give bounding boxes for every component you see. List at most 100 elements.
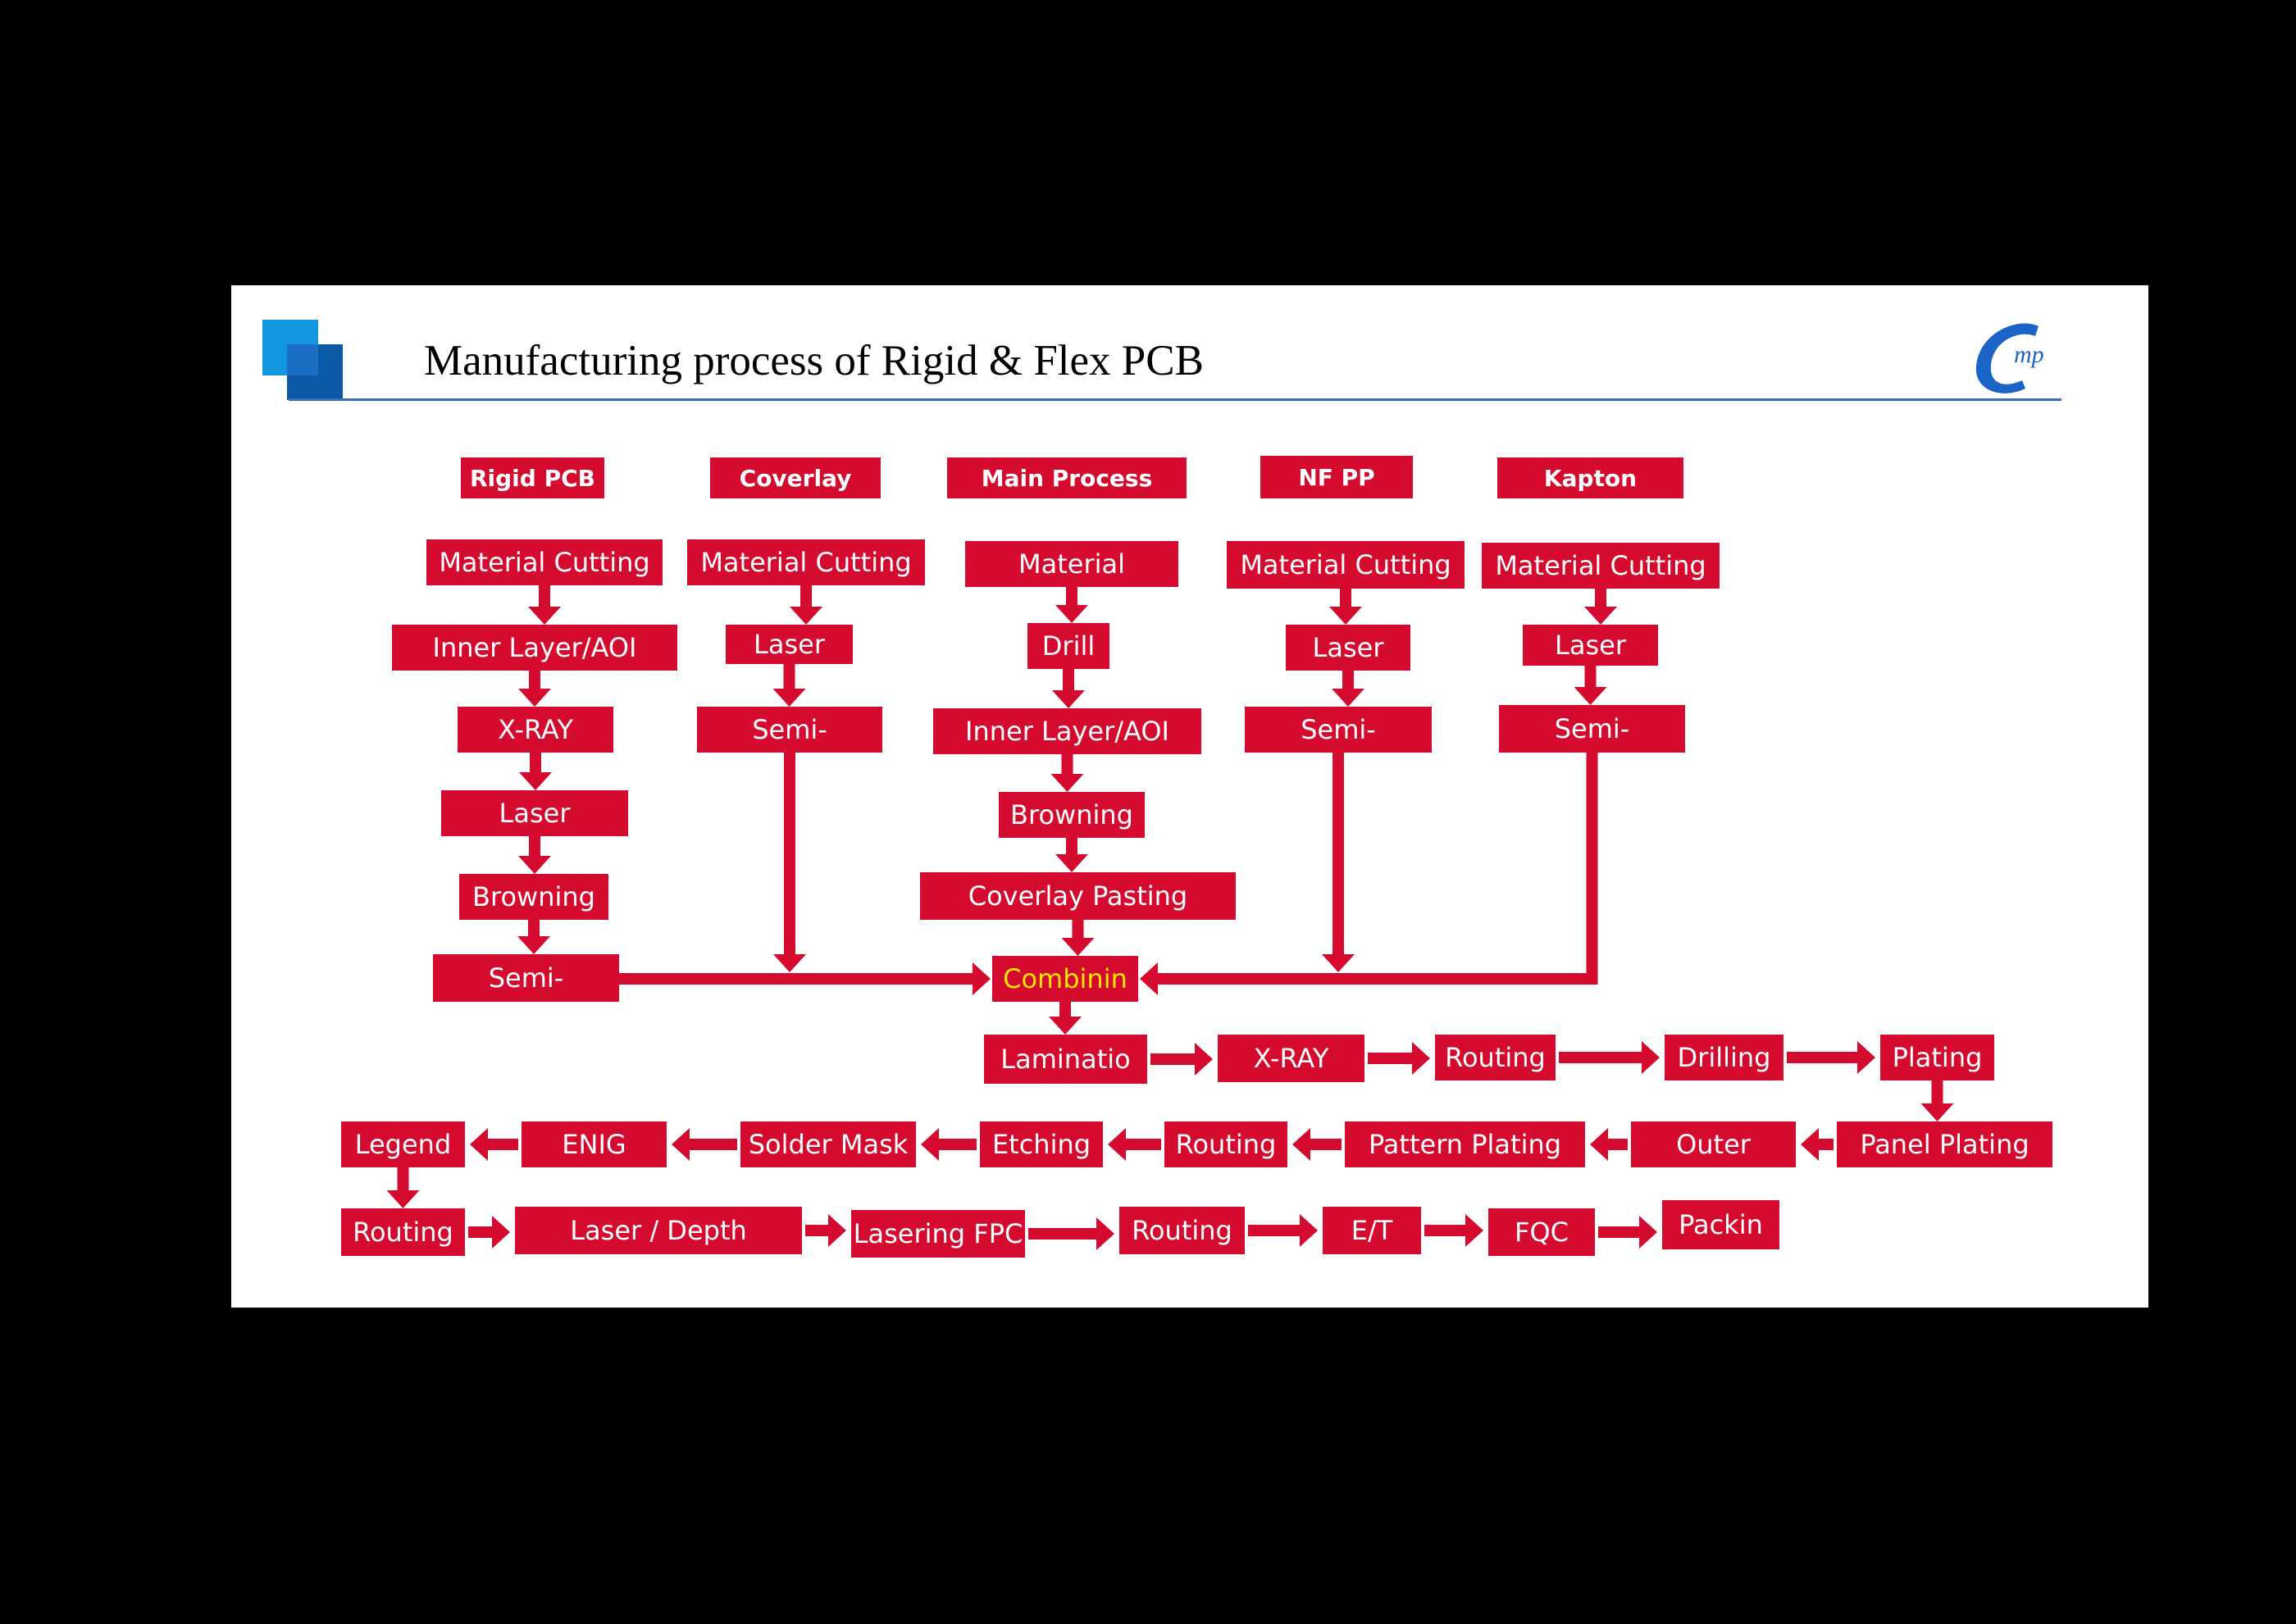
process-step-n3: Semi- bbox=[1245, 707, 1432, 753]
process-step-label: Plating bbox=[1892, 1042, 1983, 1073]
arrow-k2-k3 bbox=[1574, 666, 1607, 705]
process-step-r3: X-RAY bbox=[458, 707, 613, 753]
arrow-m5-m6 bbox=[1061, 920, 1095, 956]
process-step-label: Semi- bbox=[488, 962, 564, 994]
process-step-label: Material Cutting bbox=[439, 547, 650, 578]
process-step-s7: Packin bbox=[1662, 1200, 1779, 1249]
process-step-label: Routing bbox=[353, 1217, 453, 1248]
process-step-label: Inner Layer/AOI bbox=[432, 632, 637, 663]
arrow-s1-s2 bbox=[468, 1216, 510, 1249]
arrow-q5-q6 bbox=[921, 1128, 977, 1161]
arrow-s5-s6 bbox=[1424, 1214, 1483, 1247]
column-header-label: Kapton bbox=[1543, 464, 1638, 492]
column-header-kapton: Kapton bbox=[1497, 457, 1683, 498]
process-step-r6: Semi- bbox=[433, 954, 619, 1002]
company-logo: mp bbox=[1975, 323, 2044, 393]
process-step-label: Semi- bbox=[752, 714, 827, 745]
process-step-label: Material Cutting bbox=[1495, 550, 1706, 581]
arrow-c3-m6 bbox=[773, 753, 806, 972]
process-step-label: Pattern Plating bbox=[1368, 1129, 1562, 1160]
process-step-m6: Combinin bbox=[992, 956, 1138, 1002]
process-step-label: Material Cutting bbox=[1240, 549, 1451, 580]
arrow-r3-r4 bbox=[519, 753, 552, 790]
arrow-q7-q8 bbox=[470, 1128, 518, 1161]
process-step-label: Outer bbox=[1676, 1129, 1751, 1160]
process-step-c1: Material Cutting bbox=[687, 539, 925, 585]
process-step-r5: Browning bbox=[459, 874, 608, 920]
arrow-r1-r2 bbox=[528, 585, 561, 625]
column-header-label: Main Process bbox=[981, 464, 1153, 492]
process-step-label: Browning bbox=[1010, 799, 1133, 830]
process-step-k1: Material Cutting bbox=[1482, 543, 1720, 589]
process-step-label: Drilling bbox=[1677, 1042, 1771, 1073]
title-underline bbox=[289, 398, 2061, 401]
process-step-label: Browning bbox=[472, 881, 595, 912]
process-step-label: Legend bbox=[354, 1129, 452, 1160]
process-step-q5: Etching bbox=[980, 1121, 1103, 1167]
arrow-q6-q7 bbox=[672, 1128, 737, 1161]
process-step-m5: Coverlay Pasting bbox=[920, 872, 1236, 920]
arrow-r6-m6 bbox=[619, 962, 991, 995]
arrow-s2-s3 bbox=[805, 1214, 846, 1247]
process-step-q2: Outer bbox=[1631, 1121, 1796, 1167]
arrow-p1-p2 bbox=[1150, 1043, 1213, 1076]
process-step-m3: Inner Layer/AOI bbox=[933, 708, 1201, 754]
arrow-r2-r3 bbox=[518, 671, 551, 707]
process-step-q7: ENIG bbox=[522, 1121, 667, 1167]
process-step-p3: Routing bbox=[1435, 1035, 1556, 1080]
process-step-n2: Laser bbox=[1286, 625, 1410, 671]
column-header-nf_pp: NF PP bbox=[1260, 456, 1413, 498]
process-step-q6: Solder Mask bbox=[740, 1121, 916, 1167]
process-step-label: Semi- bbox=[1301, 714, 1376, 745]
arrow-q3-q4 bbox=[1292, 1128, 1342, 1161]
arrow-k3-m6 bbox=[1140, 753, 1598, 995]
process-step-label: Lasering FPC bbox=[853, 1218, 1023, 1249]
process-step-r2: Inner Layer/AOI bbox=[392, 625, 677, 671]
process-step-p4: Drilling bbox=[1665, 1035, 1784, 1080]
arrow-q2-q3 bbox=[1590, 1128, 1628, 1161]
process-step-k2: Laser bbox=[1523, 625, 1658, 666]
arrow-q1-q2 bbox=[1801, 1128, 1834, 1161]
arrow-n2-n3 bbox=[1332, 671, 1364, 707]
arrow-c1-c2 bbox=[790, 585, 822, 625]
process-step-label: ENIG bbox=[562, 1129, 626, 1160]
column-header-main_process: Main Process bbox=[947, 457, 1187, 498]
process-step-label: Panel Plating bbox=[1860, 1129, 2029, 1160]
process-step-label: Laminatio bbox=[1000, 1044, 1131, 1075]
process-step-m4: Browning bbox=[999, 792, 1145, 838]
arrow-p3-p4 bbox=[1559, 1041, 1660, 1074]
arrow-p2-p3 bbox=[1368, 1042, 1430, 1075]
arrow-r4-r5 bbox=[518, 836, 551, 874]
arrow-s6-s7 bbox=[1598, 1216, 1657, 1249]
process-step-label: E/T bbox=[1351, 1215, 1393, 1246]
process-step-label: Inner Layer/AOI bbox=[965, 716, 1169, 747]
arrow-n3-m6 bbox=[1322, 753, 1355, 972]
process-step-s5: E/T bbox=[1323, 1207, 1421, 1254]
process-step-q8: Legend bbox=[341, 1121, 465, 1167]
process-step-label: Routing bbox=[1445, 1042, 1546, 1073]
column-header-rigid_pcb: Rigid PCB bbox=[461, 457, 604, 498]
process-step-label: Drill bbox=[1041, 630, 1096, 662]
process-step-q1: Panel Plating bbox=[1837, 1121, 2052, 1167]
process-step-label: Laser / Depth bbox=[570, 1215, 747, 1246]
flow-arrows bbox=[386, 585, 1954, 1250]
arrow-m3-m4 bbox=[1050, 754, 1084, 792]
process-step-label: X-RAY bbox=[498, 714, 573, 745]
process-step-n1: Material Cutting bbox=[1227, 541, 1465, 589]
process-step-label: Material Cutting bbox=[700, 547, 912, 578]
arrow-m1-m2 bbox=[1055, 587, 1088, 623]
logo-text: mp bbox=[2014, 341, 2044, 368]
arrow-q4-q5 bbox=[1108, 1128, 1161, 1161]
arrow-n1-n2 bbox=[1329, 589, 1362, 625]
process-step-label: Etching bbox=[991, 1129, 1091, 1160]
arrow-q8-s1 bbox=[386, 1167, 420, 1208]
process-step-s3: Lasering FPC bbox=[851, 1210, 1025, 1258]
arrow-m4-m5 bbox=[1055, 838, 1088, 872]
slide: Manufacturing process of Rigid & Flex PC… bbox=[231, 285, 2148, 1308]
process-step-m1: Material bbox=[965, 541, 1178, 587]
arrow-m2-m3 bbox=[1052, 669, 1085, 708]
arrow-p4-p5 bbox=[1787, 1041, 1875, 1074]
process-step-label: X-RAY bbox=[1253, 1043, 1329, 1074]
process-step-label: Combinin bbox=[1003, 963, 1128, 994]
